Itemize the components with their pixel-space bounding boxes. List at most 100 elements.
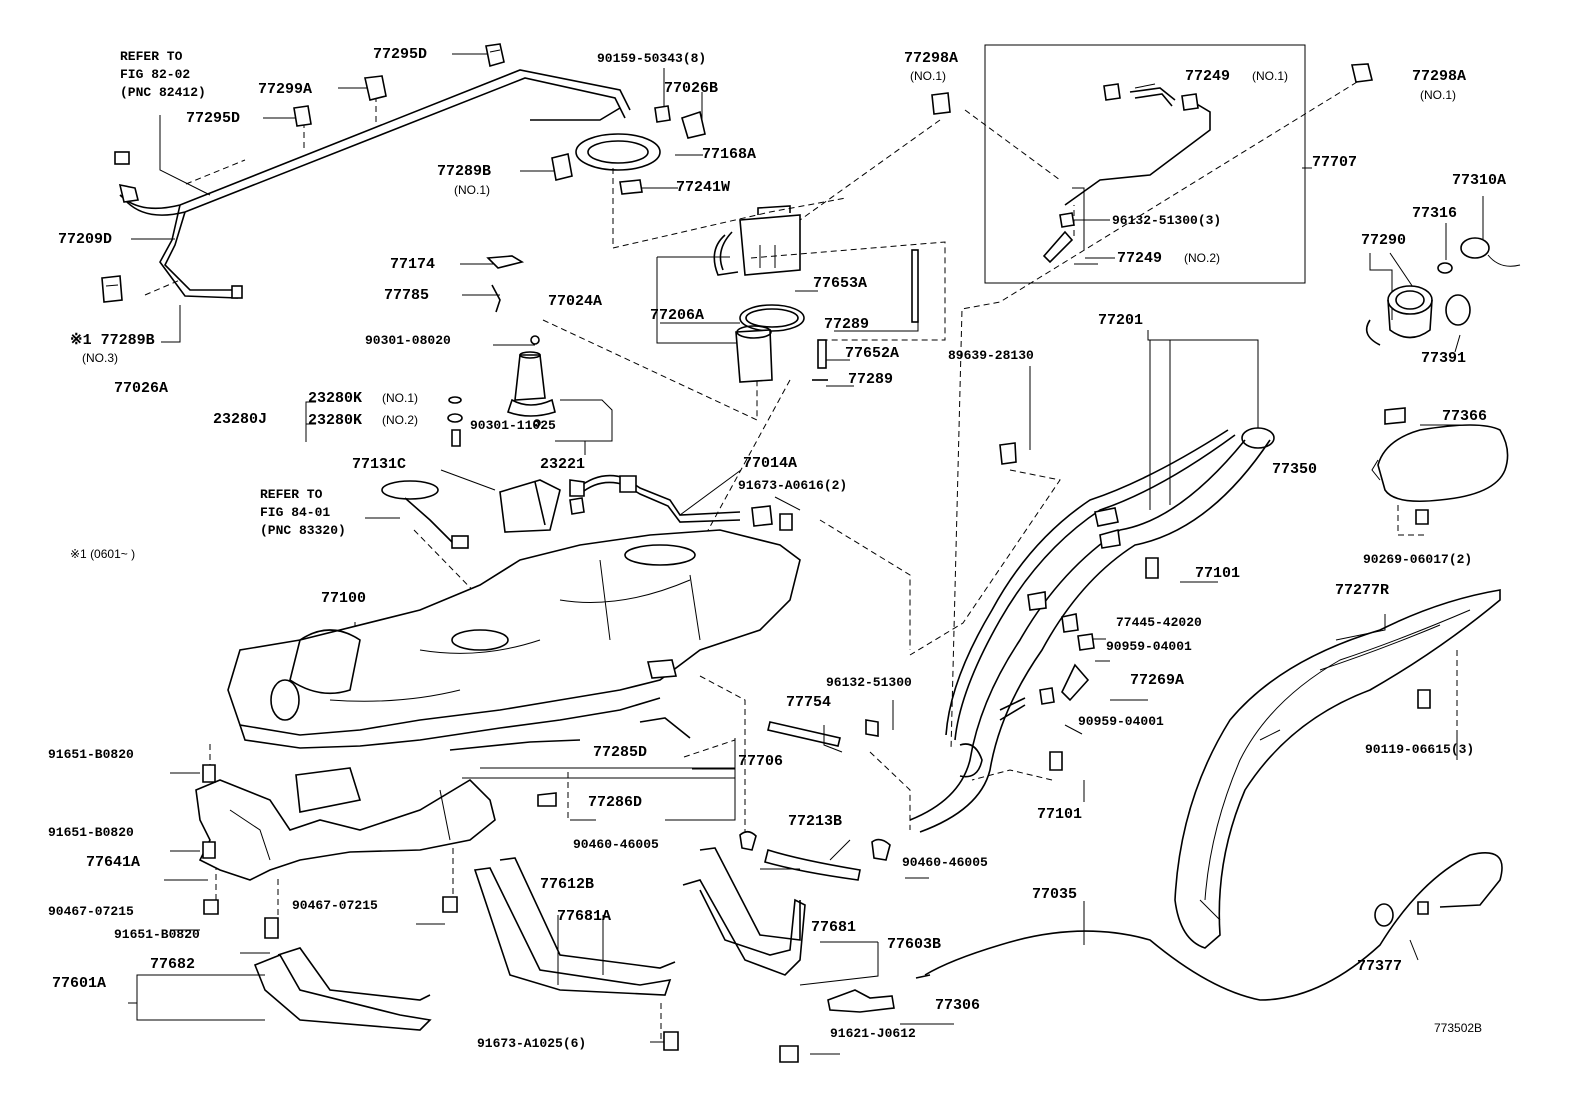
- label-77641A: 77641A: [86, 854, 140, 871]
- label-77241W: 77241W: [676, 179, 730, 196]
- label-77298A-left-no: (NO.1): [910, 69, 946, 83]
- label-90460-b: 90460-46005: [902, 855, 988, 870]
- label-90301-08020: 90301-08020: [365, 333, 451, 348]
- fuel-cap-77310A: [1365, 237, 1521, 346]
- label-91651-c: 91651-B0820: [114, 927, 200, 942]
- label-23221: 23221: [540, 456, 585, 473]
- label-77601A: 77601A: [52, 975, 106, 992]
- label-77201: 77201: [1098, 312, 1143, 329]
- label-77391: 77391: [1421, 350, 1466, 367]
- label-90467-b: 90467-07215: [292, 898, 378, 913]
- label-77101-b: 77101: [1037, 806, 1082, 823]
- label-89639: 89639-28130: [948, 348, 1034, 363]
- label-77168A: 77168A: [702, 146, 756, 163]
- label-77785: 77785: [384, 287, 429, 304]
- note-refer2-line1: REFER TO: [260, 487, 323, 502]
- label-77445: 77445-42020: [1116, 615, 1202, 630]
- label-77682: 77682: [150, 956, 195, 973]
- label-77249-no1-no: (NO.1): [1252, 69, 1288, 83]
- label-77209D: 77209D: [58, 231, 112, 248]
- label-91651-b: 91651-B0820: [48, 825, 134, 840]
- note-refer1-line3: (PNC 82412): [120, 85, 206, 100]
- label-77289B-no3-no: (NO.3): [82, 351, 118, 365]
- note-refer1-line2: FIG 82-02: [120, 67, 190, 82]
- footnote: ※1 (0601~ ): [70, 547, 135, 561]
- evap-tube-box-77707: [931, 44, 1373, 284]
- dashed-guides: [144, 81, 1458, 1040]
- cover-77131C: [499, 479, 561, 533]
- label-77213B: 77213B: [788, 813, 842, 830]
- diagram-id: 773502B: [1434, 1021, 1482, 1035]
- label-77289B-no3: ※1 77289B: [70, 332, 155, 349]
- group-brackets: [1072, 187, 1098, 265]
- bracket-77174: [486, 255, 525, 313]
- hose-77014A: [569, 474, 793, 531]
- label-77681A: 77681A: [557, 908, 611, 925]
- label-96132-51300: 96132-51300: [826, 675, 912, 690]
- label-77299A: 77299A: [258, 81, 312, 98]
- label-77206A: 77206A: [650, 307, 704, 324]
- label-77286D: 77286D: [588, 794, 642, 811]
- release-cable-77035: [827, 851, 1503, 1013]
- label-77706: 77706: [738, 753, 783, 770]
- clip-77289B-no1: [551, 153, 573, 181]
- label-90119: 90119-06615(3): [1365, 742, 1474, 757]
- label-90269: 90269-06017(2): [1363, 552, 1472, 567]
- label-77289B-no1: 77289B: [437, 163, 491, 180]
- fender-liner-77277R: [1174, 589, 1501, 949]
- clip-77295D-mid: [293, 105, 312, 127]
- label-77295D-mid: 77295D: [186, 110, 240, 127]
- label-90301-11025: 90301-11025: [470, 418, 556, 433]
- label-77295D-top: 77295D: [373, 46, 427, 63]
- filler-hoses: [449, 717, 891, 881]
- label-23280K-no2: 23280K: [308, 412, 362, 429]
- label-77131C: 77131C: [352, 456, 406, 473]
- label-77289-b: 77289: [848, 371, 893, 388]
- bolt-group: [202, 509, 1431, 1063]
- label-77249-no1: 77249: [1185, 68, 1230, 85]
- gauge-bracket-77168A: [575, 105, 706, 195]
- fuel-lid-77350: [1371, 407, 1509, 503]
- label-77316: 77316: [1412, 205, 1457, 222]
- label-90159: 90159-50343(8): [597, 51, 706, 66]
- filler-pipe-77201: [909, 427, 1275, 833]
- label-77290: 77290: [1361, 232, 1406, 249]
- label-23280K-no1: 23280K: [308, 390, 362, 407]
- label-77249-no2: 77249: [1117, 250, 1162, 267]
- label-77026B: 77026B: [664, 80, 718, 97]
- fuel-filter-23221: [447, 335, 556, 447]
- label-77298A-right: 77298A: [1412, 68, 1466, 85]
- note-refer2-line2: FIG 84-01: [260, 505, 330, 520]
- protector-77641A: [195, 767, 496, 881]
- part-labels: REFER TO FIG 82-02 (PNC 82412) 77295D 77…: [48, 46, 1506, 1051]
- note-refer1-line1: REFER TO: [120, 49, 183, 64]
- label-90959-b: 90959-04001: [1078, 714, 1164, 729]
- label-23280K-no1-no: (NO.1): [382, 391, 418, 405]
- label-77277R: 77277R: [1335, 582, 1389, 599]
- label-77707: 77707: [1312, 154, 1357, 171]
- label-77306: 77306: [935, 997, 980, 1014]
- label-77026A: 77026A: [114, 380, 168, 397]
- fuel-tube-assembly-77209D: [114, 69, 631, 299]
- clip-77289B-no3: [101, 275, 123, 303]
- clip-77295D-top: [485, 43, 505, 68]
- tank-bands: [253, 847, 806, 1031]
- label-77653A: 77653A: [813, 275, 867, 292]
- note-refer2-line3: (PNC 83320): [260, 523, 346, 538]
- label-77289-a: 77289: [824, 316, 869, 333]
- label-90460-a: 90460-46005: [573, 837, 659, 852]
- label-77377: 77377: [1357, 958, 1402, 975]
- label-77681: 77681: [811, 919, 856, 936]
- label-91673-A0616: 91673-A0616(2): [738, 478, 847, 493]
- label-91673-A1025: 91673-A1025(6): [477, 1036, 586, 1051]
- label-77652A: 77652A: [845, 345, 899, 362]
- label-23280K-no2-no: (NO.2): [382, 413, 418, 427]
- label-77754: 77754: [786, 694, 831, 711]
- label-77366: 77366: [1442, 408, 1487, 425]
- label-77024A: 77024A: [548, 293, 602, 310]
- label-77100: 77100: [321, 590, 366, 607]
- label-77310A: 77310A: [1452, 172, 1506, 189]
- label-96132-51300-3: 96132-51300(3): [1112, 213, 1221, 228]
